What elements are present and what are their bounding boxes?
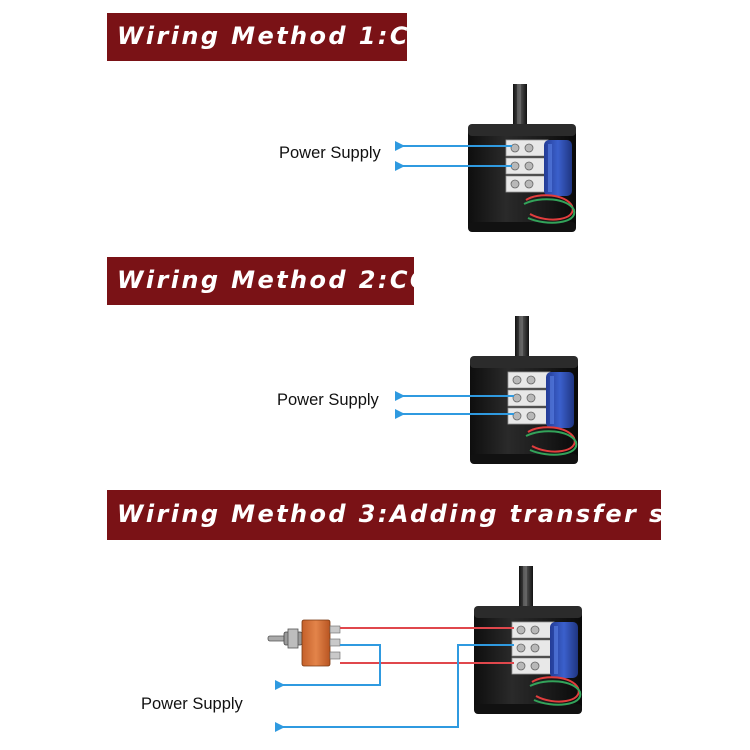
- toggle-switch-icon: [267, 619, 341, 667]
- wires-section-3: [275, 627, 514, 732]
- banner-wiring-method-1: Wiring Method 1:CW: [107, 13, 436, 61]
- banner-wiring-method-3: Wiring Method 3:Adding transfer switch: [107, 490, 749, 540]
- motor-icon: [469, 315, 579, 465]
- motor-icon: [473, 565, 583, 715]
- wires-section-2: [395, 391, 514, 419]
- power-supply-label-3: Power Supply: [141, 695, 243, 713]
- power-supply-label-2: Power Supply: [277, 391, 379, 409]
- wires-section-1: [395, 141, 512, 171]
- motor-icon: [467, 83, 577, 233]
- power-supply-label-1: Power Supply: [279, 144, 381, 162]
- banner-wiring-method-2: Wiring Method 2:CCW: [107, 257, 456, 305]
